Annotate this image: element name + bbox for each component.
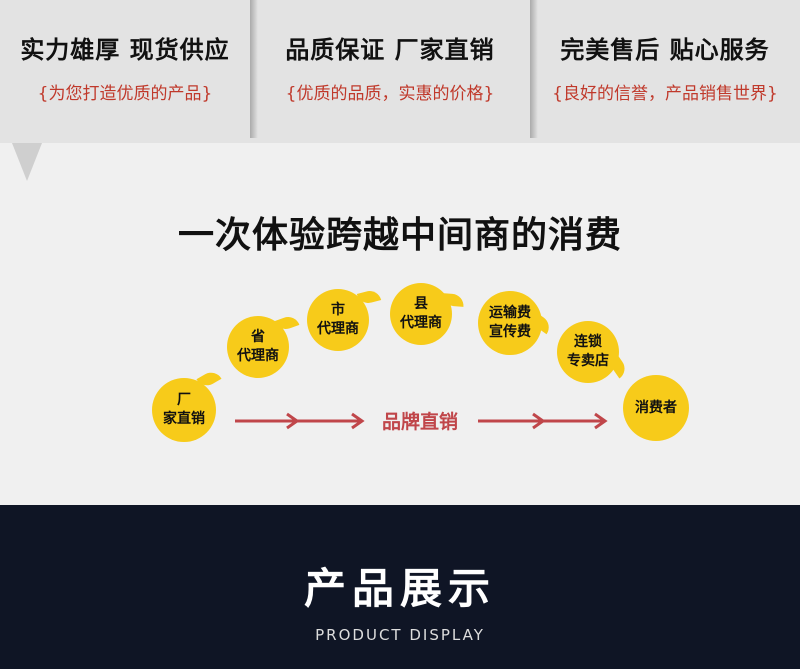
features-banner: 实力雄厚 现货供应 {为您打造优质的产品} 品质保证 厂家直销 {优质的品质，实… (0, 0, 800, 143)
arrow-head-icon (594, 412, 608, 430)
arrow-head-icon (351, 412, 365, 430)
feature-service: 完美售后 贴心服务 {良好的信誉，产品销售世界} (530, 0, 800, 143)
feature-subtitle: {良好的信誉，产品销售世界} (552, 84, 778, 104)
headline: 一次体验跨越中间商的消费 (177, 215, 622, 256)
divider (530, 0, 538, 138)
triangle-pointer-icon (12, 143, 42, 181)
section-title: 产品展示 (303, 564, 496, 613)
chain-county: 县 代理商 (390, 283, 452, 345)
feature-subtitle: {优质的品质，实惠的价格} (285, 84, 495, 104)
chain-fees: 运输费 宣传费 (478, 291, 542, 355)
chain-chain-store: 连锁 专卖店 (557, 321, 619, 383)
arrow-chevron-icon (286, 412, 300, 430)
product-display-header: 产品展示 PRODUCT DISPLAY (0, 505, 800, 669)
divider (250, 0, 258, 138)
arrow-chevron-icon (532, 412, 546, 430)
feature-quality: 品质保证 厂家直销 {优质的品质，实惠的价格} (250, 0, 530, 143)
chain-factory: 厂 家直销 (152, 378, 216, 442)
feature-title: 品质保证 厂家直销 (285, 36, 495, 64)
chain-city: 市 代理商 (307, 289, 369, 351)
chain-consumer: 消费者 (623, 375, 689, 441)
feature-title: 实力雄厚 现货供应 (20, 36, 230, 64)
feature-title: 完美售后 贴心服务 (560, 36, 770, 64)
brand-direct-label: 品牌直销 (381, 411, 458, 433)
feature-subtitle: {为您打造优质的产品} (37, 84, 213, 104)
chain-province: 省 代理商 (227, 316, 289, 378)
section-subtitle: PRODUCT DISPLAY (315, 626, 485, 644)
feature-strength: 实力雄厚 现货供应 {为您打造优质的产品} (0, 0, 250, 143)
